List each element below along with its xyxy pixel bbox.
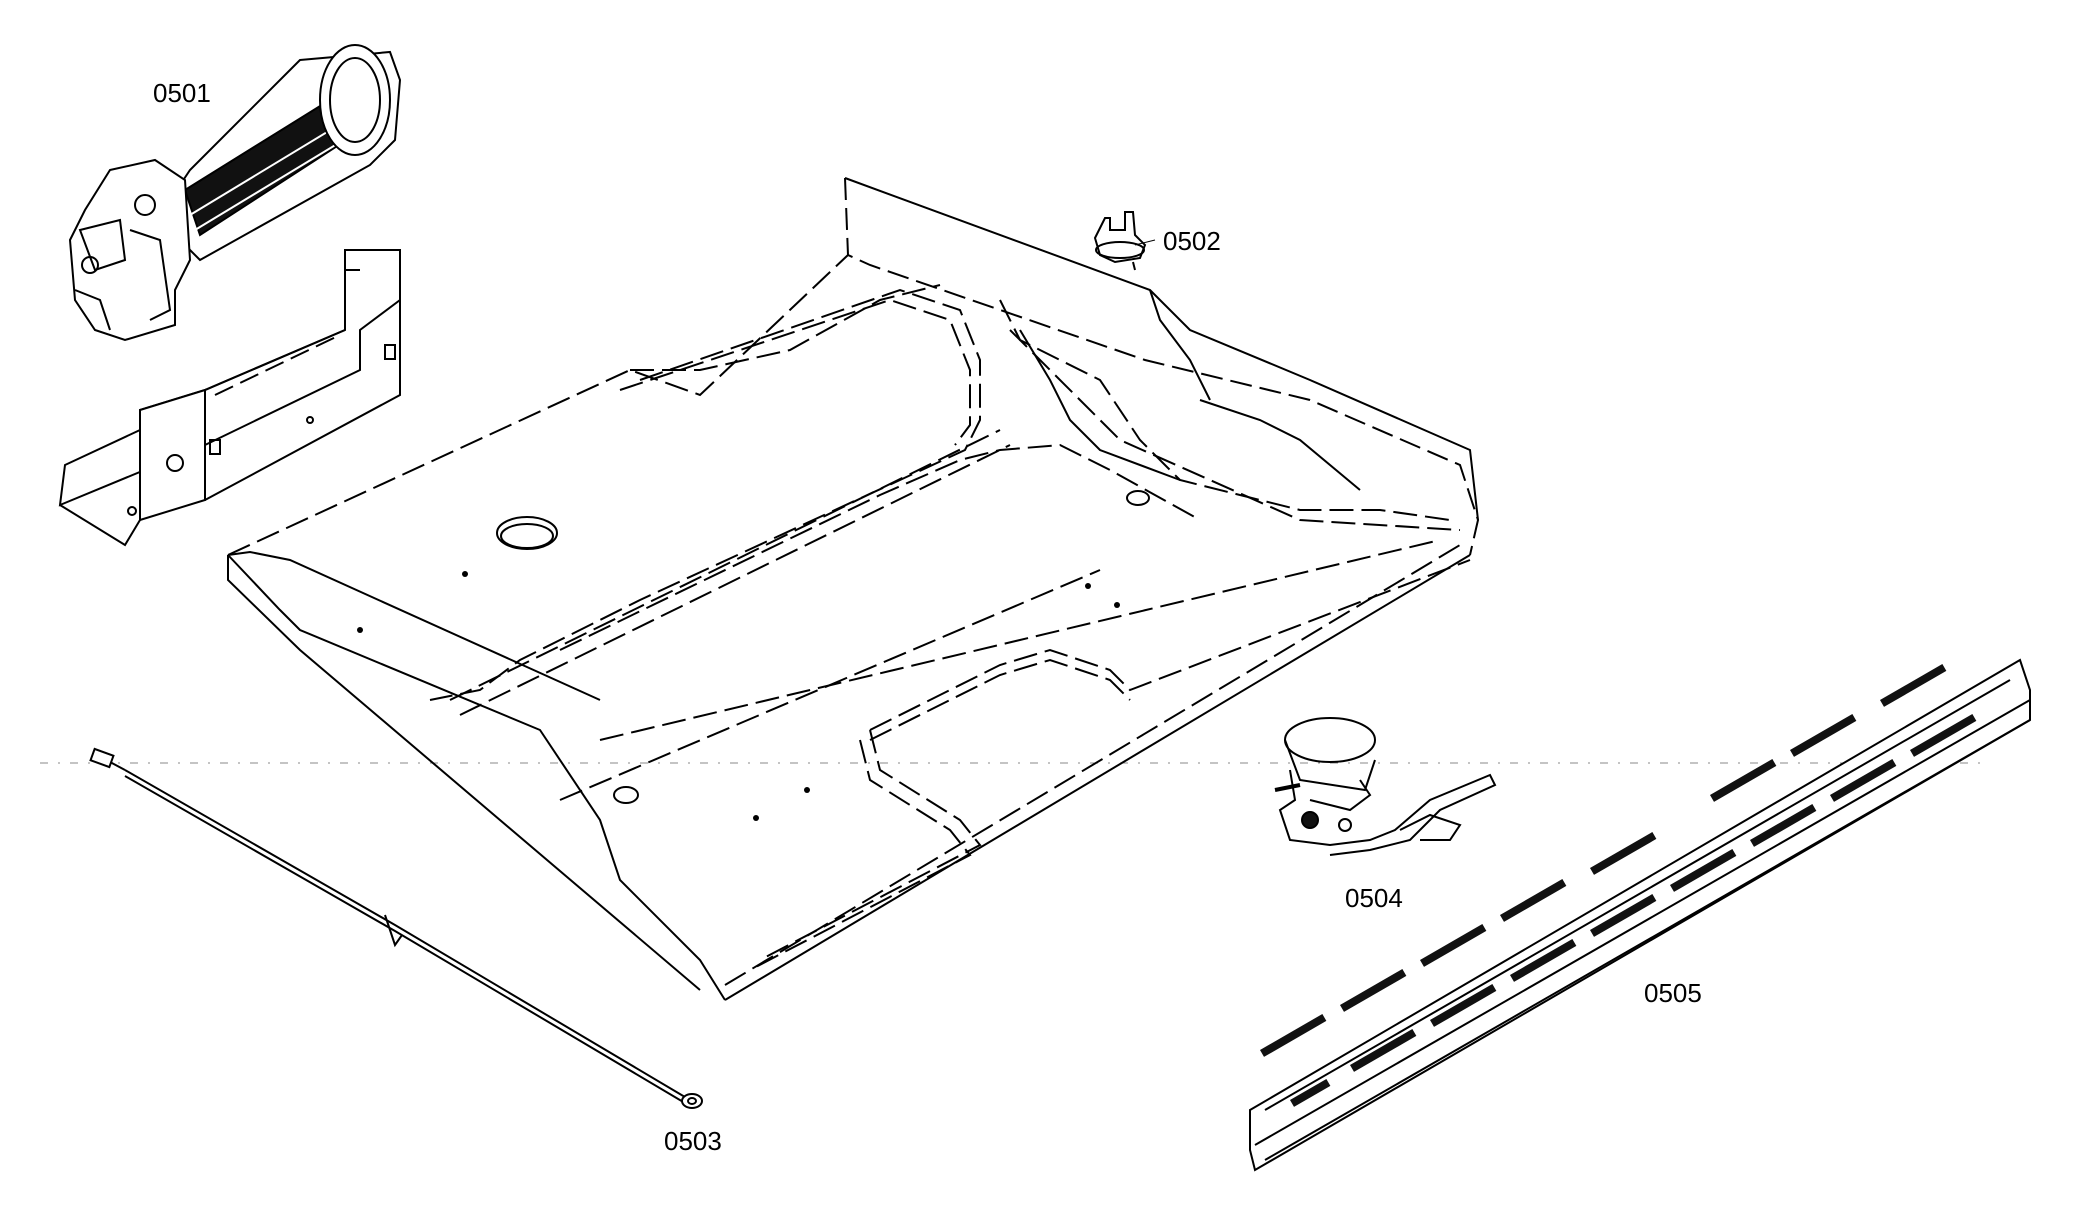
vent-rail-slots	[1260, 664, 1977, 1107]
oven-floor-pan	[227, 177, 1480, 1001]
part-label-0501: 0501	[153, 78, 211, 108]
vent-rail	[1249, 658, 2031, 1172]
part-label-0505: 0505	[1644, 978, 1702, 1008]
fan-bracket-dashed	[214, 334, 341, 396]
floor-pan-screw-holes	[357, 571, 1120, 821]
door-lock-assembly	[1274, 717, 1497, 856]
tangential-fan-assembly	[58, 44, 402, 547]
thermostat	[1093, 211, 1147, 271]
part-label-0504: 0504	[1345, 883, 1403, 913]
leader-lines	[1134, 239, 1156, 246]
part-label-0502: 0502	[1163, 226, 1221, 256]
ground-wire	[89, 747, 703, 1109]
part-label-0503: 0503	[664, 1126, 722, 1156]
